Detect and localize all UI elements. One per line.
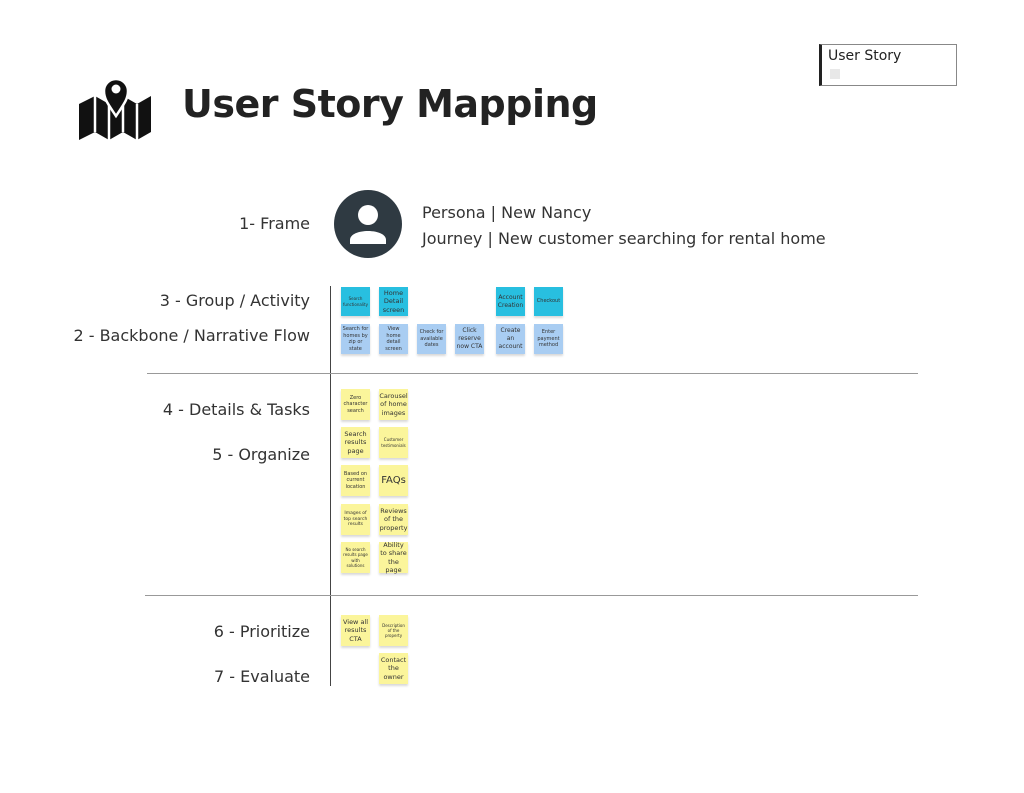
avatar-icon [334, 190, 402, 258]
map-pin-logo-icon [79, 77, 151, 140]
label-prioritize: 6 - Prioritize [213, 622, 310, 641]
backbone-note[interactable]: View home detail screen [379, 324, 408, 354]
divider-horizontal [145, 595, 918, 596]
legend-user-story: User Story [819, 44, 957, 86]
backbone-note[interactable]: Enter payment method [534, 324, 563, 354]
label-group: 3 - Group / Activity [159, 291, 310, 310]
activity-note[interactable]: Home Detail screen [379, 287, 408, 316]
backbone-note[interactable]: Check for available dates [417, 324, 446, 354]
priority-note[interactable]: View all results CTA [341, 615, 370, 646]
label-organize: 5 - Organize [212, 445, 310, 464]
persona-text: Persona | New Nancy [422, 203, 592, 222]
divider-horizontal [147, 373, 918, 374]
task-note[interactable]: Images of top search results [341, 504, 370, 535]
backbone-note[interactable]: Search for homes by zip or state [341, 324, 370, 354]
legend-label: User Story [828, 48, 902, 64]
task-note[interactable]: Based on current location [341, 465, 370, 496]
label-evaluate: 7 - Evaluate [213, 667, 310, 686]
label-details: 4 - Details & Tasks [162, 400, 310, 419]
task-note[interactable]: No search results page with solutions [341, 542, 370, 573]
task-note[interactable]: Zero character search [341, 389, 370, 420]
task-note[interactable]: Ability to share the page [379, 540, 408, 574]
backbone-note[interactable]: Create an account [496, 324, 525, 354]
task-note[interactable]: Reviews of the property [379, 504, 408, 535]
legend-swatch [830, 69, 840, 79]
priority-note[interactable]: Contact the owner [379, 653, 408, 684]
task-note[interactable]: Carousel of home images [379, 389, 408, 420]
journey-text: Journey | New customer searching for ren… [422, 229, 826, 248]
label-frame: 1- Frame [239, 214, 310, 233]
activity-note[interactable]: Checkout [534, 287, 563, 316]
priority-note[interactable]: Description of the property [379, 615, 408, 646]
page-title: User Story Mapping [182, 82, 598, 126]
task-note[interactable]: Search results page [341, 427, 370, 458]
divider-vertical [330, 286, 331, 686]
activity-note[interactable]: Search functionality [341, 287, 370, 316]
task-note[interactable]: Customer testimonials [379, 427, 408, 458]
backbone-note[interactable]: Click reserve now CTA [455, 324, 484, 354]
label-backbone: 2 - Backbone / Narrative Flow [73, 326, 310, 345]
activity-note[interactable]: Account Creation [496, 287, 525, 316]
task-note[interactable]: FAQs [379, 465, 408, 496]
